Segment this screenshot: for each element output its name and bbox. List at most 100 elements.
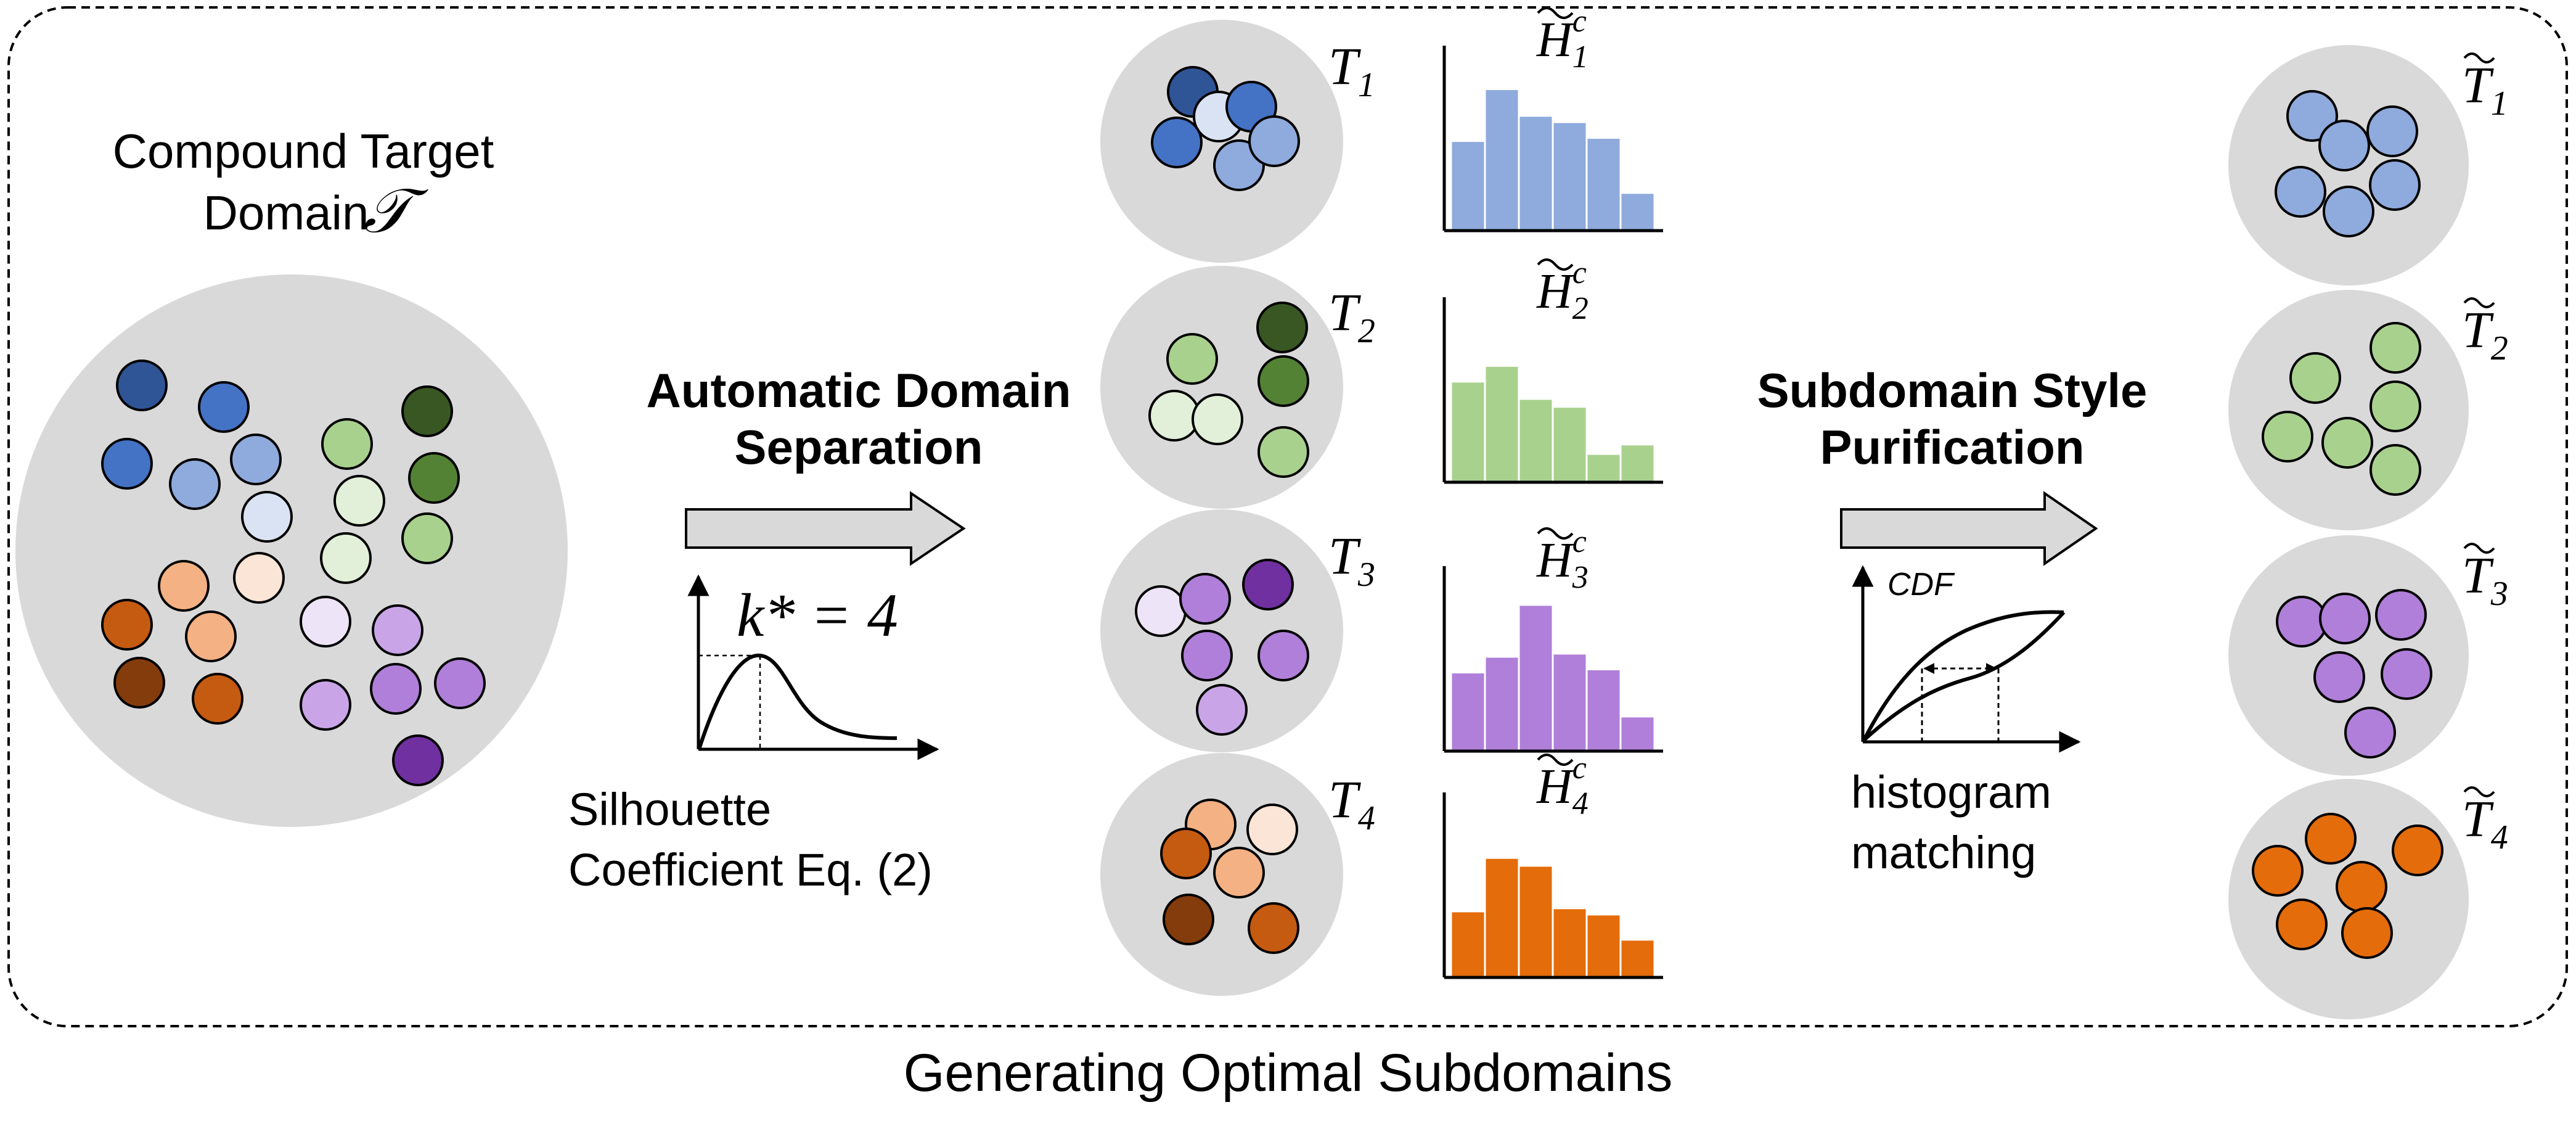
histogram-3: H3c xyxy=(1442,524,1663,753)
sample-dot xyxy=(2323,186,2374,237)
step1-arrow xyxy=(685,491,966,566)
sample-dot xyxy=(2375,589,2427,641)
sample-dot xyxy=(113,657,165,709)
histogram-bar xyxy=(1484,364,1520,483)
sample-dot xyxy=(2318,120,2370,171)
subdomain-3: T3 xyxy=(1100,509,1375,752)
sample-dot xyxy=(2286,90,2338,142)
sample-dot xyxy=(1213,847,1265,898)
histogram-bar xyxy=(1619,443,1656,483)
histogram-bar xyxy=(1552,121,1588,232)
histogram-bar xyxy=(1619,192,1656,232)
sample-dot xyxy=(1242,559,1294,611)
subdomain-label-3: T3 xyxy=(1328,526,1375,594)
sample-dot xyxy=(1179,573,1231,625)
sample-dot xyxy=(2305,813,2357,865)
sample-dot xyxy=(333,475,385,527)
sample-dot xyxy=(370,663,422,715)
sample-dot xyxy=(198,381,250,433)
sample-dot xyxy=(2319,593,2371,644)
histogram-bar xyxy=(1585,453,1622,483)
compound-domain-samples xyxy=(101,360,486,786)
subdomain-style-purification: Subdomain Style Purification CDF histogr… xyxy=(1757,363,2148,878)
sample-dot xyxy=(372,604,423,656)
sample-dot xyxy=(2262,411,2313,463)
sample-dot xyxy=(2321,417,2373,469)
sample-dot xyxy=(1181,630,1233,681)
sample-dot xyxy=(192,673,243,725)
diagram-caption: Generating Optimal Subdomains xyxy=(903,1043,1673,1103)
histogram-bar xyxy=(1518,604,1554,752)
sample-dot xyxy=(1148,390,1200,442)
tilde-mark xyxy=(2463,297,2495,308)
histogram-label-4: H4c xyxy=(1536,750,1589,821)
sample-dot xyxy=(1163,894,1214,945)
sample-dot xyxy=(300,596,351,648)
subdomain-4: T4 xyxy=(1100,753,1375,996)
sample-dot xyxy=(2344,707,2396,759)
histogram-label-3: H3c xyxy=(1536,524,1589,595)
purified-subdomain-2: T2 xyxy=(2228,290,2508,530)
step1-method-line1: Silhouette xyxy=(568,784,771,835)
sample-dot xyxy=(392,734,444,786)
purified-subdomain-4: T4 xyxy=(2228,779,2508,1019)
sample-dot xyxy=(2289,352,2341,404)
sample-dot xyxy=(1192,393,1243,445)
histogram-label-2: H2c xyxy=(1536,255,1589,326)
sample-dot xyxy=(2313,651,2365,703)
sample-dot xyxy=(230,434,282,485)
histogram-bar xyxy=(1585,137,1622,232)
histogram-4: H4c xyxy=(1442,750,1663,979)
purified-subdomain-3: T3 xyxy=(2228,535,2508,776)
step2-method-line1: histogram xyxy=(1851,767,2051,818)
subdomain-2: T2 xyxy=(1100,266,1375,509)
tilde-mark xyxy=(1537,754,1574,766)
histogram-bar xyxy=(1585,913,1622,979)
purified-label-1: T1 xyxy=(2462,57,2508,123)
purified-label-2: T2 xyxy=(2462,302,2508,368)
sample-dot xyxy=(2369,159,2421,211)
compound-domain-label: Compound Target Domain 𝒯 xyxy=(113,124,494,245)
histogram-bar xyxy=(1552,406,1588,483)
sample-dot xyxy=(1248,115,1300,167)
subdomain-label-4: T4 xyxy=(1328,770,1375,837)
sample-dot xyxy=(401,512,453,564)
compound-label-line2: Domain xyxy=(203,186,369,240)
subdomain-1: T1 xyxy=(1100,20,1375,263)
histogram-bar xyxy=(1518,865,1554,979)
sample-dot xyxy=(1166,333,1218,385)
step1-title-line1: Automatic Domain xyxy=(646,363,1071,417)
sample-dot xyxy=(300,679,351,731)
sample-dot xyxy=(101,599,153,651)
sample-dot xyxy=(2336,861,2387,913)
sample-dot xyxy=(101,438,153,490)
tilde-mark xyxy=(1537,7,1574,19)
sample-dot xyxy=(320,532,372,584)
sample-dot xyxy=(2381,648,2432,700)
sample-dot xyxy=(2252,845,2304,897)
sample-dot xyxy=(233,552,285,604)
histogram-bar xyxy=(1450,910,1486,979)
sample-dot xyxy=(2276,898,2328,950)
sample-dot xyxy=(1151,117,1203,168)
sample-dot xyxy=(408,452,460,504)
histogram-bar xyxy=(1518,115,1554,232)
sample-dot xyxy=(1160,828,1212,879)
sample-dot xyxy=(1256,302,1308,353)
histogram-bar xyxy=(1619,715,1656,752)
sample-dot xyxy=(1257,630,1309,681)
tilde-mark xyxy=(2463,786,2495,797)
histogram-bar xyxy=(1585,668,1622,752)
histogram-label-1: H1c xyxy=(1536,4,1589,75)
sample-dot xyxy=(1246,804,1298,855)
sample-dot xyxy=(434,657,486,709)
purified-subdomain-circle xyxy=(2228,290,2469,530)
tilde-mark xyxy=(1537,258,1574,271)
sample-dot xyxy=(2276,596,2328,648)
cdf-curve-target xyxy=(1862,611,2066,742)
sample-dot xyxy=(2370,444,2421,496)
histogram-bar xyxy=(1518,398,1554,483)
purified-label-3: T3 xyxy=(2462,547,2508,613)
